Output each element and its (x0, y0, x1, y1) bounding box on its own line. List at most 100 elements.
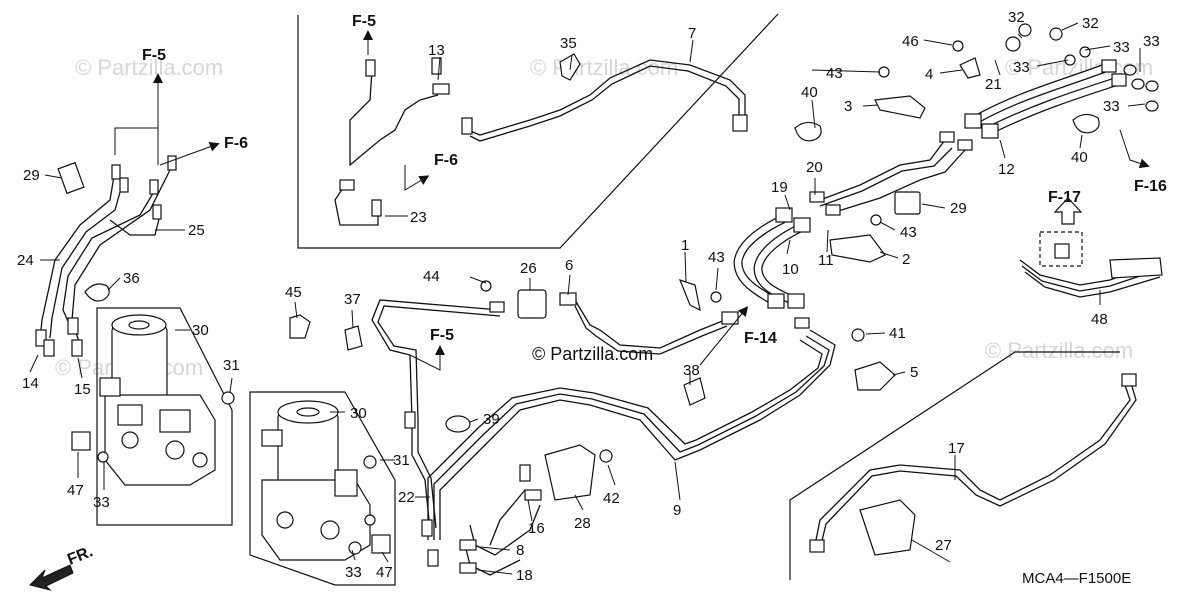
clip-37 (344, 325, 363, 351)
part-label: 2 (902, 251, 910, 268)
part-label: 29 (950, 200, 967, 217)
part-label: 26 (520, 260, 537, 277)
clip-36 (84, 283, 110, 302)
part-label: 31 (393, 452, 410, 469)
bracket-3 (874, 95, 926, 119)
part-label: 29 (23, 167, 40, 184)
watermark: © Partzilla.com (985, 338, 1133, 363)
part-label: 42 (603, 490, 620, 507)
bolt-47 (371, 534, 391, 554)
bracket-28 (544, 444, 596, 501)
part-label: 48 (1091, 311, 1108, 328)
reference-arrows (114, 30, 1150, 371)
part-label: 31 (223, 357, 240, 374)
part-label: 46 (902, 33, 919, 50)
ref-label: F-5 (352, 13, 376, 30)
clip-45 (289, 314, 311, 339)
watermark: © Partzilla.com (530, 55, 678, 80)
fitting (111, 164, 121, 180)
part-label: 12 (998, 161, 1015, 178)
part-label: 33 (1143, 33, 1160, 50)
part-label: 7 (688, 25, 696, 42)
clamp-29-right (894, 191, 921, 215)
diagram-code: MCA4—F1500E (1022, 570, 1131, 587)
part-label: 5 (910, 364, 918, 381)
watermark-group: © Partzilla.com © Partzilla.com © Partzi… (55, 55, 1153, 380)
clip-40 (794, 121, 822, 142)
part-label: 4 (925, 66, 933, 83)
clip-38 (683, 377, 706, 406)
part-label: 17 (948, 440, 965, 457)
part-label: 33 (1113, 39, 1130, 56)
part-label: 27 (935, 537, 952, 554)
part-label: 43 (826, 65, 843, 82)
part-label: 33 (93, 494, 110, 511)
upper-center-pipes (334, 53, 748, 226)
bottom-modulator-box (249, 391, 396, 586)
left-modulator-box (96, 307, 233, 526)
part-label: 3 (844, 98, 852, 115)
part-label: 28 (574, 515, 591, 532)
ref-label: F-5 (142, 47, 166, 64)
part-label: 36 (123, 270, 140, 287)
part-label: 10 (782, 261, 799, 278)
part-labels: 1 2 3 4 5 6 7 8 9 10 11 12 13 14 15 16 1… (17, 9, 1160, 584)
part-label: 39 (483, 411, 500, 428)
leader-lines (29, 22, 1146, 575)
clamp-29-left (57, 161, 85, 195)
part-label: 33 (345, 564, 362, 581)
part-label: 21 (985, 76, 1002, 93)
part-label: 8 (516, 542, 524, 559)
part-label: 6 (565, 257, 573, 274)
grommet-39 (445, 415, 471, 433)
front-label: FR. (65, 543, 95, 568)
ref-label: F-16 (1134, 178, 1167, 195)
part-label: 25 (188, 222, 205, 239)
part-label: 14 (22, 375, 39, 392)
pipe-6 (559, 292, 739, 355)
part-label: 20 (806, 159, 823, 176)
bottom-modulator-unit (261, 400, 391, 561)
ref-label: F-5 (430, 327, 454, 344)
valve-27 (859, 499, 916, 556)
ref-label: F-6 (434, 152, 458, 169)
ref-label: F-14 (744, 330, 777, 347)
part-label: 43 (708, 249, 725, 266)
part-label: 32 (1082, 15, 1099, 32)
ref-label: F-17 (1048, 189, 1081, 206)
center-watermark: © Partzilla.com (532, 344, 653, 364)
bracket-4 (959, 57, 981, 79)
front-arrow: FR. (29, 543, 95, 591)
hose-group-center (733, 207, 811, 309)
clamp-1 (678, 279, 701, 312)
part-label: 37 (344, 291, 361, 308)
part-label: 45 (285, 284, 302, 301)
part-label: 41 (889, 325, 906, 342)
bolt-47 (71, 431, 91, 451)
part-label: 32 (1008, 9, 1025, 26)
hose-group-upper-right (964, 59, 1159, 139)
clamp-2 (829, 234, 886, 263)
part-label: 15 (74, 381, 91, 398)
part-label: 33 (1013, 59, 1030, 76)
clamp-5 (854, 361, 896, 391)
part-label: 1 (681, 237, 689, 254)
part-label: 23 (410, 209, 427, 226)
lower-right-group-box (789, 351, 1120, 580)
part-label: 19 (771, 179, 788, 196)
item-48-group (1019, 197, 1163, 298)
part-label: 40 (1071, 149, 1088, 166)
part-label: 43 (900, 224, 917, 241)
upper-center-group-box (297, 13, 779, 249)
part-label: 18 (516, 567, 533, 584)
left-pipe-bundle (35, 155, 177, 357)
part-label: 16 (528, 520, 545, 537)
pipes-20-11 (809, 131, 973, 216)
part-label: 13 (428, 42, 445, 59)
watermark: © Partzilla.com (75, 55, 223, 80)
part-label: 30 (192, 322, 209, 339)
pipe-17 (809, 373, 1137, 553)
part-label: 44 (423, 268, 440, 285)
part-label: 35 (560, 35, 577, 52)
